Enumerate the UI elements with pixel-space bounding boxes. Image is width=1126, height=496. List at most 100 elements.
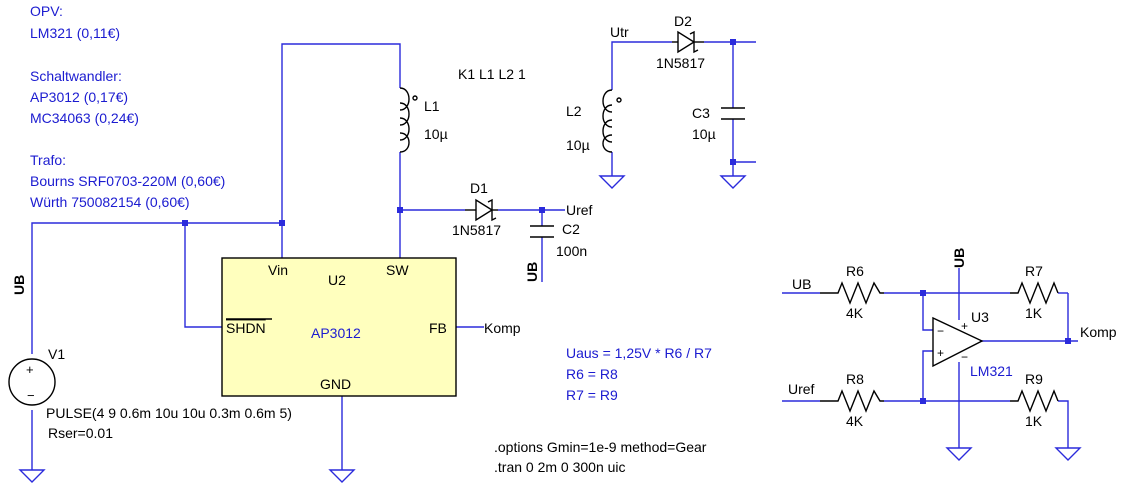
junction-dot bbox=[920, 398, 926, 404]
l2-value: 10µ bbox=[566, 137, 590, 153]
ic-u2: Vin U2 SW SHDN AP3012 FB GND bbox=[221, 257, 457, 397]
note-trafo-title: Trafo: bbox=[30, 152, 66, 168]
d1-value: 1N5817 bbox=[452, 222, 501, 238]
net-komp-out: Komp bbox=[1080, 324, 1117, 340]
l1-value: 10µ bbox=[424, 126, 448, 142]
source-plus: + bbox=[26, 362, 34, 377]
u3-value: LM321 bbox=[970, 363, 1013, 379]
formula-block: Uaus = 1,25V * R6 / R7 R6 = R8 R7 = R9 bbox=[566, 345, 712, 403]
r7-value: 1K bbox=[1025, 305, 1043, 321]
u2-pin-vin: Vin bbox=[268, 262, 288, 278]
net-uref-r8: Uref bbox=[788, 381, 815, 397]
ground-icon bbox=[719, 175, 747, 189]
opamp-triangle-icon bbox=[932, 316, 984, 368]
note-trafo-part2: Würth 750082154 (0,60€) bbox=[30, 194, 190, 210]
spice-options: .options Gmin=1e-9 method=Gear bbox=[494, 439, 707, 455]
u2-pin-sw: SW bbox=[386, 262, 409, 278]
ground-icon bbox=[328, 469, 356, 483]
u3-supply-minus: − bbox=[961, 350, 968, 364]
net-ub-r6: UB bbox=[792, 276, 811, 292]
v1-name: V1 bbox=[48, 346, 65, 362]
r8-value: 4K bbox=[846, 413, 864, 429]
v1-rser: Rser=0.01 bbox=[48, 425, 113, 441]
r6-value: 4K bbox=[846, 305, 864, 321]
u3-minus-pin: − bbox=[937, 324, 944, 338]
polarity-dot-icon bbox=[616, 97, 622, 103]
opamp-u3: − + + − U3 LM321 bbox=[932, 309, 1013, 379]
junction-dot bbox=[539, 207, 545, 213]
net-ub-u3: UB bbox=[951, 248, 967, 268]
inductor-l1: L1 10µ bbox=[399, 87, 448, 153]
r7-name: R7 bbox=[1025, 263, 1043, 279]
diode-d1: D1 1N5817 bbox=[452, 180, 501, 238]
junction-dot bbox=[279, 220, 285, 226]
wire-node-minus bbox=[922, 293, 933, 331]
ground-icon bbox=[945, 447, 973, 461]
junction-dot bbox=[920, 290, 926, 296]
net-ub-v1: UB bbox=[11, 275, 27, 295]
note-trafo-part1: Bourns SRF0703-220M (0,60€) bbox=[30, 173, 225, 189]
wire-l2-top bbox=[611, 41, 672, 90]
source-minus: − bbox=[27, 388, 35, 403]
u2-pin-gnd: GND bbox=[320, 376, 351, 392]
net-utr: Utr bbox=[610, 24, 629, 40]
net-ub-c2: UB bbox=[524, 262, 540, 282]
wire-r9-gnd bbox=[1058, 400, 1069, 448]
r9-name: R9 bbox=[1025, 371, 1043, 387]
d2-name: D2 bbox=[674, 13, 692, 29]
ground-symbols bbox=[18, 175, 1082, 483]
c3-value: 10µ bbox=[692, 126, 716, 142]
r9-value: 1K bbox=[1025, 413, 1043, 429]
note-opv-part: LM321 (0,11€) bbox=[30, 25, 120, 41]
formula-line3: R7 = R9 bbox=[566, 387, 618, 403]
inductor-l2: L2 10µ bbox=[566, 89, 622, 153]
v1-value: PULSE(4 9 0.6m 10u 10u 0.3m 0.6m 5) bbox=[46, 405, 292, 421]
capacitor-c2: C2 100n bbox=[530, 221, 587, 259]
junction-dot bbox=[182, 220, 188, 226]
ic-u2-body bbox=[221, 257, 457, 397]
spice-tran: .tran 0 2m 0 300n uic bbox=[494, 459, 626, 475]
polarity-dot-icon bbox=[412, 95, 418, 101]
c2-value: 100n bbox=[556, 243, 587, 259]
resistor-r6: R6 4K bbox=[820, 263, 884, 321]
junction-dot bbox=[397, 207, 403, 213]
note-sw-title: Schaltwandler: bbox=[30, 68, 122, 84]
ground-icon bbox=[18, 469, 46, 483]
d1-name: D1 bbox=[470, 180, 488, 196]
ground-icon bbox=[598, 175, 626, 189]
u2-pin-shdn: SHDN bbox=[226, 320, 266, 336]
spice-directives: .options Gmin=1e-9 method=Gear .tran 0 2… bbox=[494, 439, 707, 475]
ground-icon bbox=[1054, 447, 1082, 461]
diode-triangle-icon bbox=[475, 198, 494, 222]
resistor-r8: R8 4K bbox=[820, 371, 884, 429]
junction-dot bbox=[1065, 338, 1071, 344]
capacitor-c3: C3 10µ bbox=[692, 105, 745, 142]
junction-dot bbox=[730, 159, 736, 165]
d2-value: 1N5817 bbox=[656, 55, 705, 71]
wire-node-plus bbox=[922, 350, 933, 401]
wire-shdn bbox=[184, 223, 222, 328]
note-sw-part2: MC34063 (0,24€) bbox=[30, 110, 139, 126]
u2-name: U2 bbox=[328, 272, 346, 288]
u3-supply-plus: + bbox=[961, 319, 968, 333]
net-uref-d1: Uref bbox=[566, 202, 593, 218]
r6-name: R6 bbox=[846, 263, 864, 279]
junctions bbox=[182, 39, 1071, 404]
coupling-directive: K1 L1 L2 1 bbox=[458, 66, 526, 82]
junction-dot bbox=[730, 39, 736, 45]
note-opv-title: OPV: bbox=[30, 3, 63, 19]
voltage-source-v1: + − V1 PULSE(4 9 0.6m 10u 10u 0.3m 0.6m … bbox=[8, 346, 292, 441]
notes-block: OPV: LM321 (0,11€) Schaltwandler: AP3012… bbox=[30, 3, 225, 210]
u2-pin-fb: FB bbox=[429, 320, 447, 336]
c2-name: C2 bbox=[562, 221, 580, 237]
resistor-r7: R7 1K bbox=[1010, 263, 1059, 321]
r8-name: R8 bbox=[846, 371, 864, 387]
voltage-source-icon bbox=[8, 358, 56, 406]
net-komp-fb: Komp bbox=[484, 320, 521, 336]
wire-komp-out bbox=[1067, 293, 1078, 342]
c3-name: C3 bbox=[692, 105, 710, 121]
l2-name: L2 bbox=[566, 103, 582, 119]
resistor-r9: R9 1K bbox=[1010, 371, 1059, 429]
wire-vin-l1 bbox=[281, 43, 401, 258]
diode-triangle-icon bbox=[677, 30, 696, 54]
